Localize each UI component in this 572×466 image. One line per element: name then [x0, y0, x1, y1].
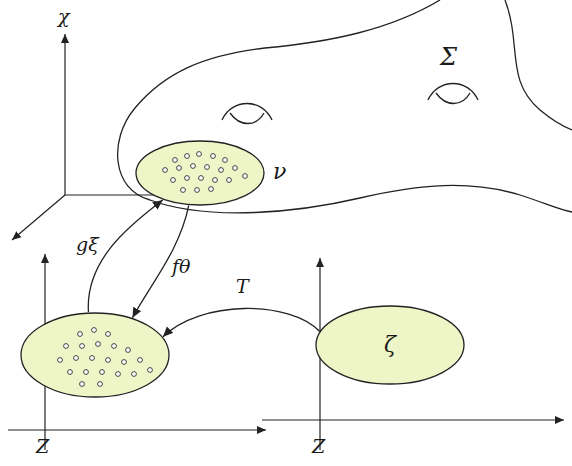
distribution-ellipse [20, 312, 170, 398]
distribution-ellipse: ν [135, 140, 265, 206]
map-label: gξ [76, 234, 99, 255]
surface-outline [0, 0, 572, 240]
region-symbol: ζ [384, 333, 396, 357]
axis-label: Z [312, 436, 325, 457]
distribution-ellipse: ζ [315, 305, 465, 385]
mapping-arrow [88, 200, 162, 312]
manifold-region: Σν [0, 0, 572, 240]
ellipse-outline [20, 312, 170, 398]
region-symbol: ν [273, 160, 286, 184]
ellipse-outline [135, 140, 265, 206]
region-symbol: Σ [440, 44, 457, 70]
map-label: fθ [172, 256, 190, 277]
mapping-arrow [163, 308, 320, 336]
axis-label: χ [58, 6, 70, 27]
map-label: T [236, 276, 249, 297]
axis-label: Z [36, 436, 49, 457]
